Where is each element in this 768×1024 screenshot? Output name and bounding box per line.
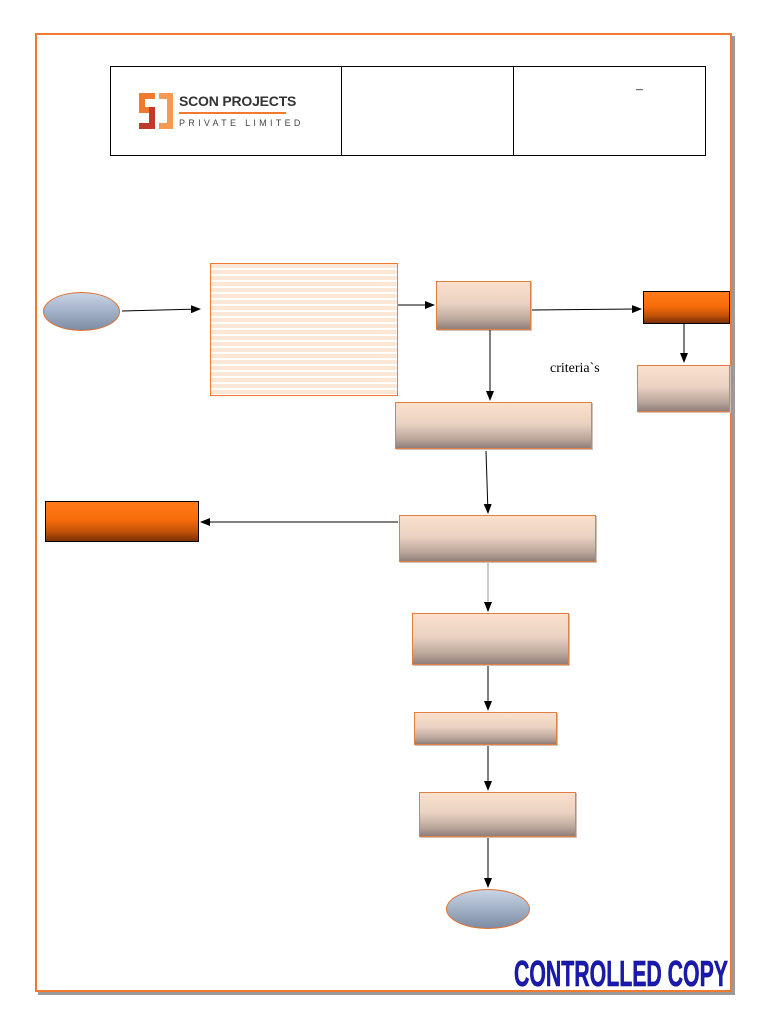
end-oval — [446, 889, 530, 929]
header-table: SCON PROJECTS PRIVATE LIMITED – — [110, 66, 706, 156]
company-logo: SCON PROJECTS PRIVATE LIMITED — [139, 91, 300, 133]
header-dash-text: – — [636, 82, 643, 97]
header-right-cell: – — [514, 67, 705, 155]
arrow-decision-to-reject — [531, 305, 642, 314]
process-box-4 — [414, 712, 557, 745]
right-result-box — [637, 365, 730, 412]
controlled-copy-text: CONTROLLED COPY — [514, 953, 728, 994]
arrow-start-to-input — [121, 305, 201, 314]
decision-box — [436, 281, 531, 330]
input-box — [210, 263, 398, 396]
logo-company-name: SCON PROJECTS — [179, 93, 297, 109]
header-logo-cell: SCON PROJECTS PRIVATE LIMITED — [111, 67, 342, 155]
criteria-label: criteria`s — [550, 361, 600, 376]
controlled-copy-stamp: CONTROLLED COPY — [514, 953, 729, 995]
process-box-3 — [412, 613, 569, 665]
arrow-process1-to-process2 — [483, 450, 492, 514]
logo-divider-line — [179, 112, 286, 114]
logo-mark-icon — [139, 93, 173, 129]
process-box-5 — [419, 792, 576, 837]
process-box-2 — [399, 515, 596, 562]
reject-box-right — [643, 291, 730, 324]
process-box-1 — [395, 402, 592, 449]
logo-company-subtitle: PRIVATE LIMITED — [179, 118, 304, 128]
header-middle-cell — [342, 67, 514, 155]
start-oval — [43, 292, 120, 331]
reject-box-left — [45, 501, 199, 542]
page-frame — [35, 33, 732, 992]
